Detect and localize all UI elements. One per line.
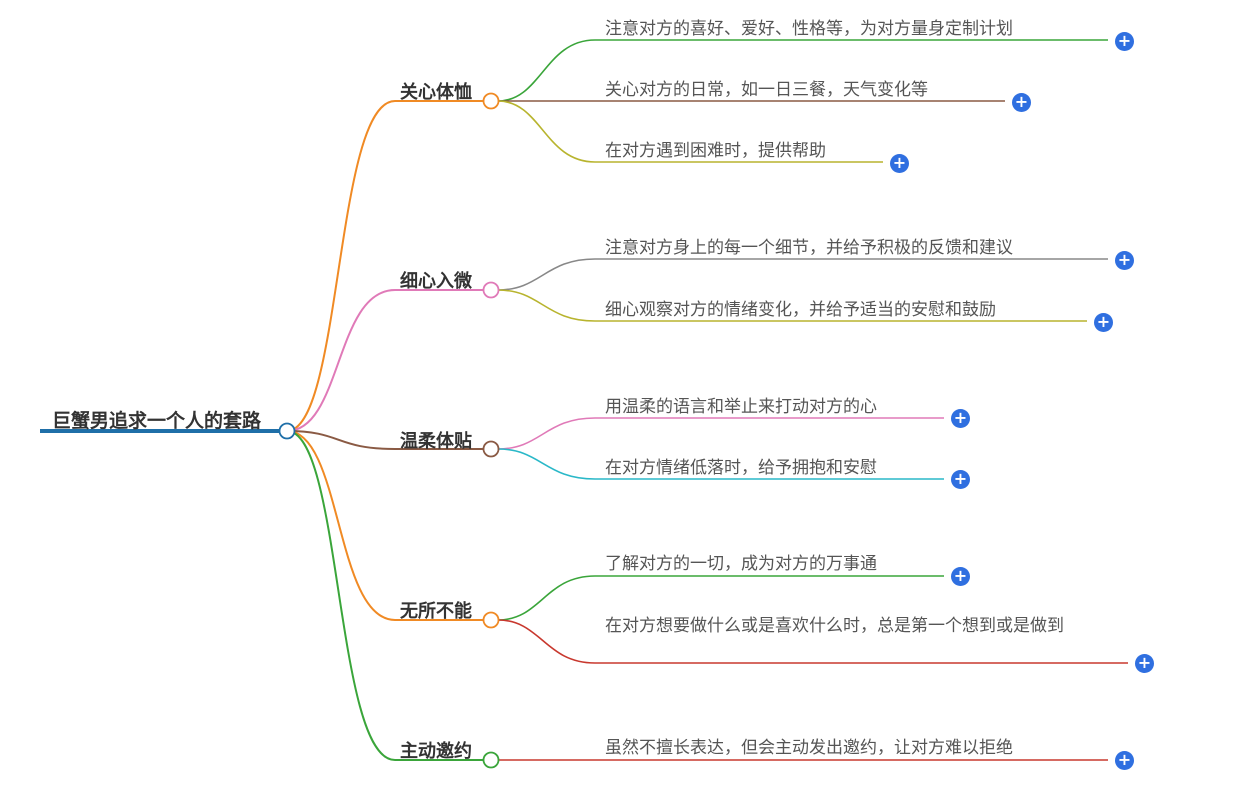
leaf-label-3-1[interactable]: 用温柔的语言和举止来打动对方的心	[605, 397, 877, 417]
root-node-label[interactable]: 巨蟹男追求一个人的套路	[52, 410, 262, 432]
leaf-connector	[497, 575, 944, 621]
branch-collapse-toggle[interactable]	[482, 281, 500, 299]
leaf-label-2-2[interactable]: 细心观察对方的情绪变化，并给予适当的安慰和鼓励	[605, 300, 996, 320]
branch-connector	[286, 430, 484, 450]
expand-plus-icon[interactable]: +	[951, 470, 970, 489]
leaf-connector	[497, 417, 944, 450]
leaf-connector	[497, 448, 944, 480]
branch-collapse-toggle[interactable]	[482, 611, 500, 629]
expand-plus-icon[interactable]: +	[890, 154, 909, 173]
expand-plus-icon[interactable]: +	[1115, 251, 1134, 270]
expand-plus-icon[interactable]: +	[1135, 654, 1154, 673]
leaf-connector	[497, 619, 1128, 664]
expand-plus-icon[interactable]: +	[1012, 93, 1031, 112]
leaf-label-3-2[interactable]: 在对方情绪低落时，给予拥抱和安慰	[605, 458, 877, 478]
expand-plus-icon[interactable]: +	[1115, 32, 1134, 51]
leaf-connector	[497, 100, 883, 163]
expand-plus-icon[interactable]: +	[1094, 313, 1113, 332]
leaf-label-4-2[interactable]: 在对方想要做什么或是喜欢什么时，总是第一个想到或是做到	[605, 616, 1064, 636]
expand-plus-icon[interactable]: +	[1115, 751, 1134, 770]
leaf-label-1-3[interactable]: 在对方遇到困难时，提供帮助	[605, 141, 826, 161]
branch-connector	[286, 430, 484, 761]
branch-label-2[interactable]: 细心入微	[400, 271, 472, 292]
leaf-connector	[497, 258, 1108, 291]
leaf-connector	[497, 39, 1108, 102]
leaf-label-4-1[interactable]: 了解对方的一切，成为对方的万事通	[605, 554, 877, 574]
branch-label-3[interactable]: 温柔体贴	[400, 431, 472, 452]
branch-collapse-toggle[interactable]	[482, 92, 500, 110]
branch-label-1[interactable]: 关心体恤	[400, 82, 472, 103]
root-collapse-toggle[interactable]	[278, 422, 296, 440]
leaf-label-1-1[interactable]: 注意对方的喜好、爱好、性格等，为对方量身定制计划	[605, 19, 1013, 39]
branch-connector	[286, 289, 484, 432]
branch-connector	[286, 430, 484, 621]
branch-collapse-toggle[interactable]	[482, 751, 500, 769]
expand-plus-icon[interactable]: +	[951, 409, 970, 428]
branch-label-5[interactable]: 主动邀约	[400, 741, 472, 762]
branch-collapse-toggle[interactable]	[482, 440, 500, 458]
branch-connector	[286, 100, 484, 432]
leaf-label-1-2[interactable]: 关心对方的日常，如一日三餐，天气变化等	[605, 80, 928, 100]
leaf-connector	[497, 289, 1087, 322]
leaf-label-5-1[interactable]: 虽然不擅长表达，但会主动发出邀约，让对方难以拒绝	[605, 738, 1013, 758]
leaf-label-2-1[interactable]: 注意对方身上的每一个细节，并给予积极的反馈和建议	[605, 238, 1013, 258]
expand-plus-icon[interactable]: +	[951, 567, 970, 586]
branch-label-4[interactable]: 无所不能	[400, 601, 472, 622]
